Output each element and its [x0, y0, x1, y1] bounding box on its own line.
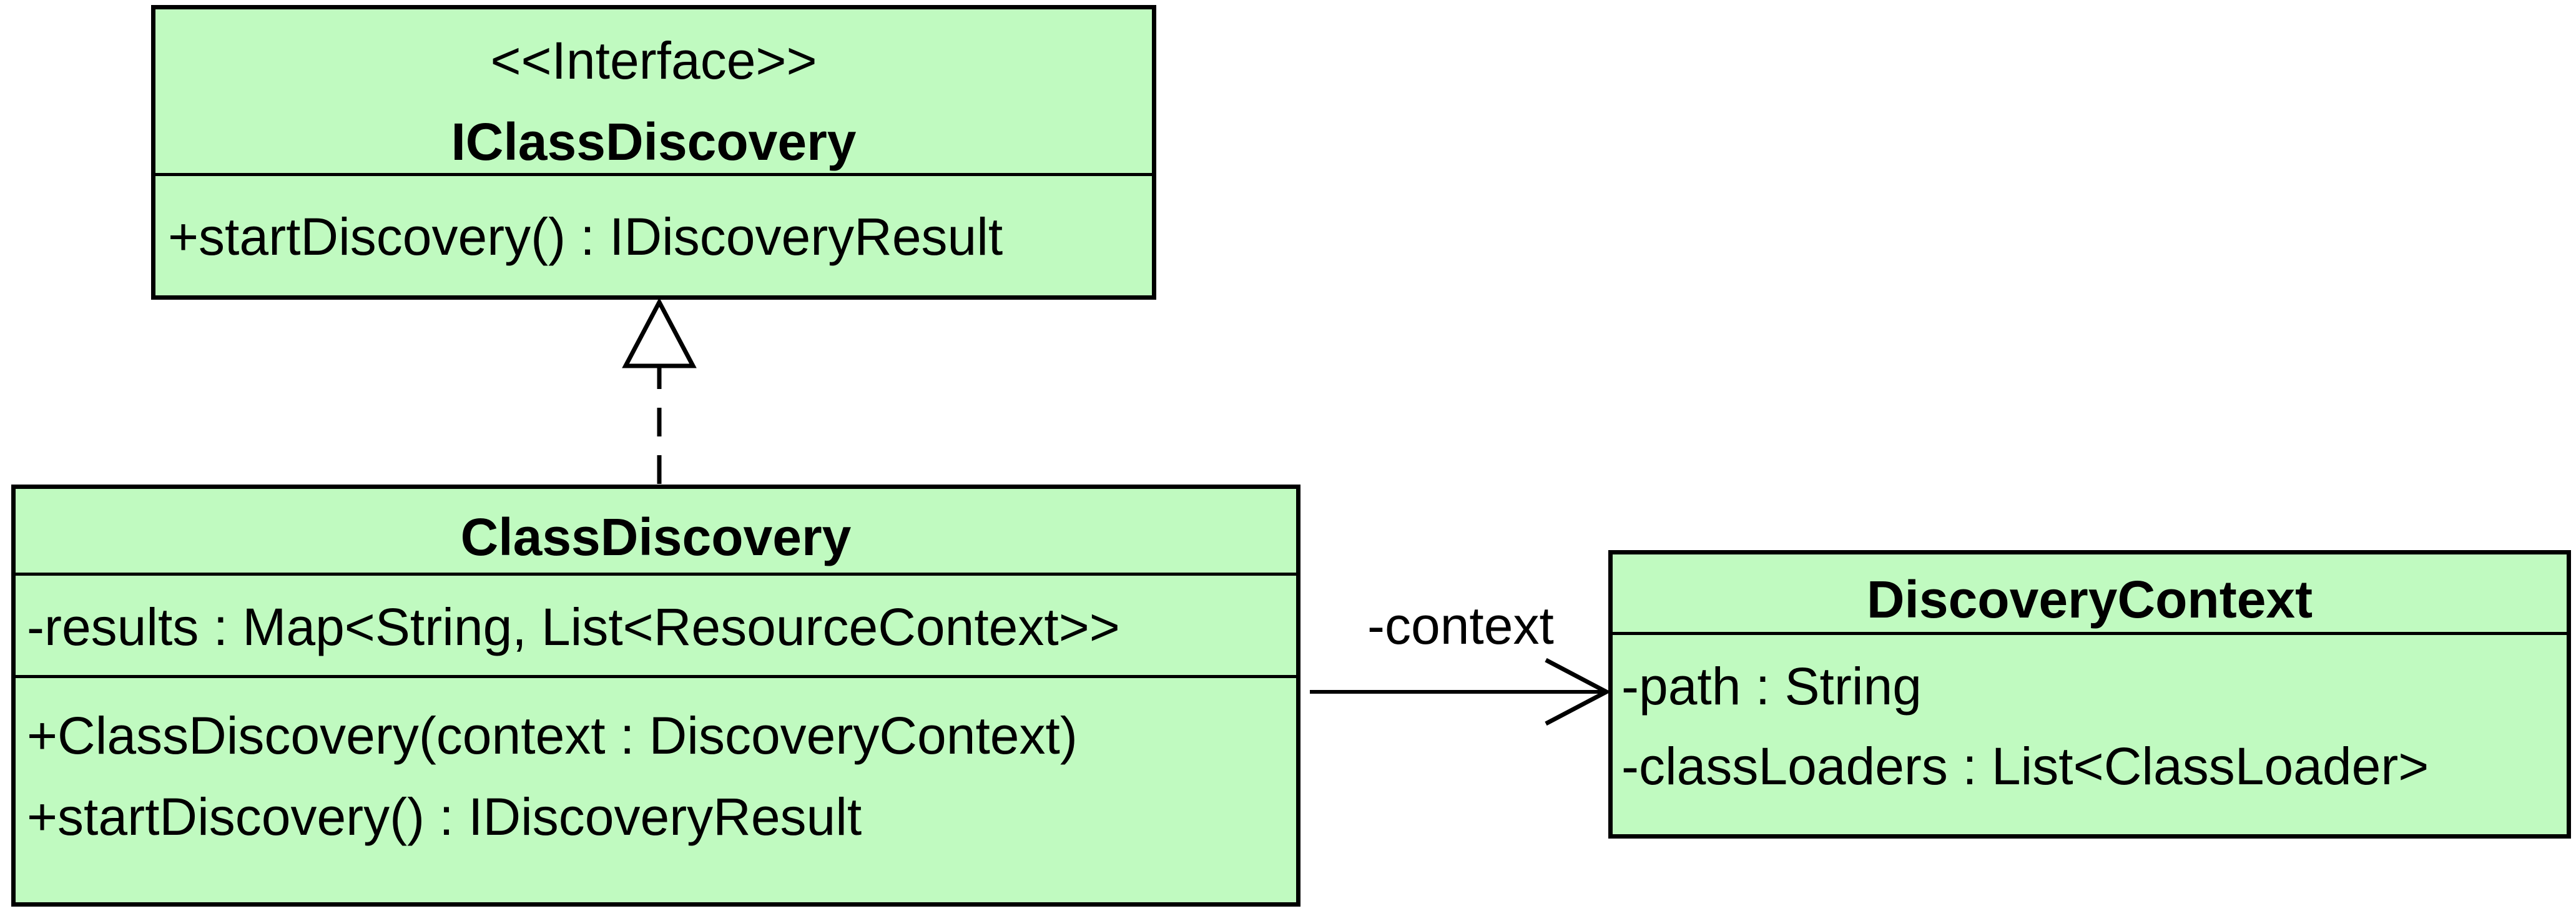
interface-name: IClassDiscovery [451, 112, 857, 171]
class-discovery-box[interactable]: ClassDiscovery -results : Map<String, Li… [11, 485, 1300, 907]
association-open-arrowhead [1545, 657, 1611, 726]
realization-triangle-arrowhead [622, 297, 697, 368]
class-discovery-attributes-compartment: -results : Map<String, List<ResourceCont… [16, 573, 1296, 675]
discovery-context-name: DiscoveryContext [1866, 570, 2313, 629]
class-discovery-attribute: -results : Map<String, List<ResourceCont… [27, 598, 1120, 656]
class-discovery-operations-compartment: +ClassDiscovery(context : DiscoveryConte… [16, 675, 1296, 902]
class-discovery-name: ClassDiscovery [460, 508, 852, 566]
discovery-context-box[interactable]: DiscoveryContext -path : String -classLo… [1608, 550, 2571, 839]
interface-operations-compartment: +startDiscovery() : IDiscoveryResult [155, 173, 1152, 295]
association-role-label: -context [1367, 596, 1554, 655]
class-discovery-operation: +startDiscovery() : IDiscoveryResult [27, 787, 862, 846]
discovery-context-attribute: -classLoaders : List<ClassLoader> [1621, 737, 2429, 795]
interface-class-box[interactable]: <<Interface>> IClassDiscovery +startDisc… [151, 5, 1156, 300]
interface-stereotype: <<Interface>> [490, 31, 817, 90]
discovery-context-attributes-compartment: -path : String -classLoaders : List<Clas… [1613, 632, 2567, 834]
class-discovery-operation: +ClassDiscovery(context : DiscoveryConte… [27, 706, 1078, 765]
discovery-context-attribute: -path : String [1621, 657, 1922, 716]
interface-operation: +startDiscovery() : IDiscoveryResult [168, 207, 1003, 266]
